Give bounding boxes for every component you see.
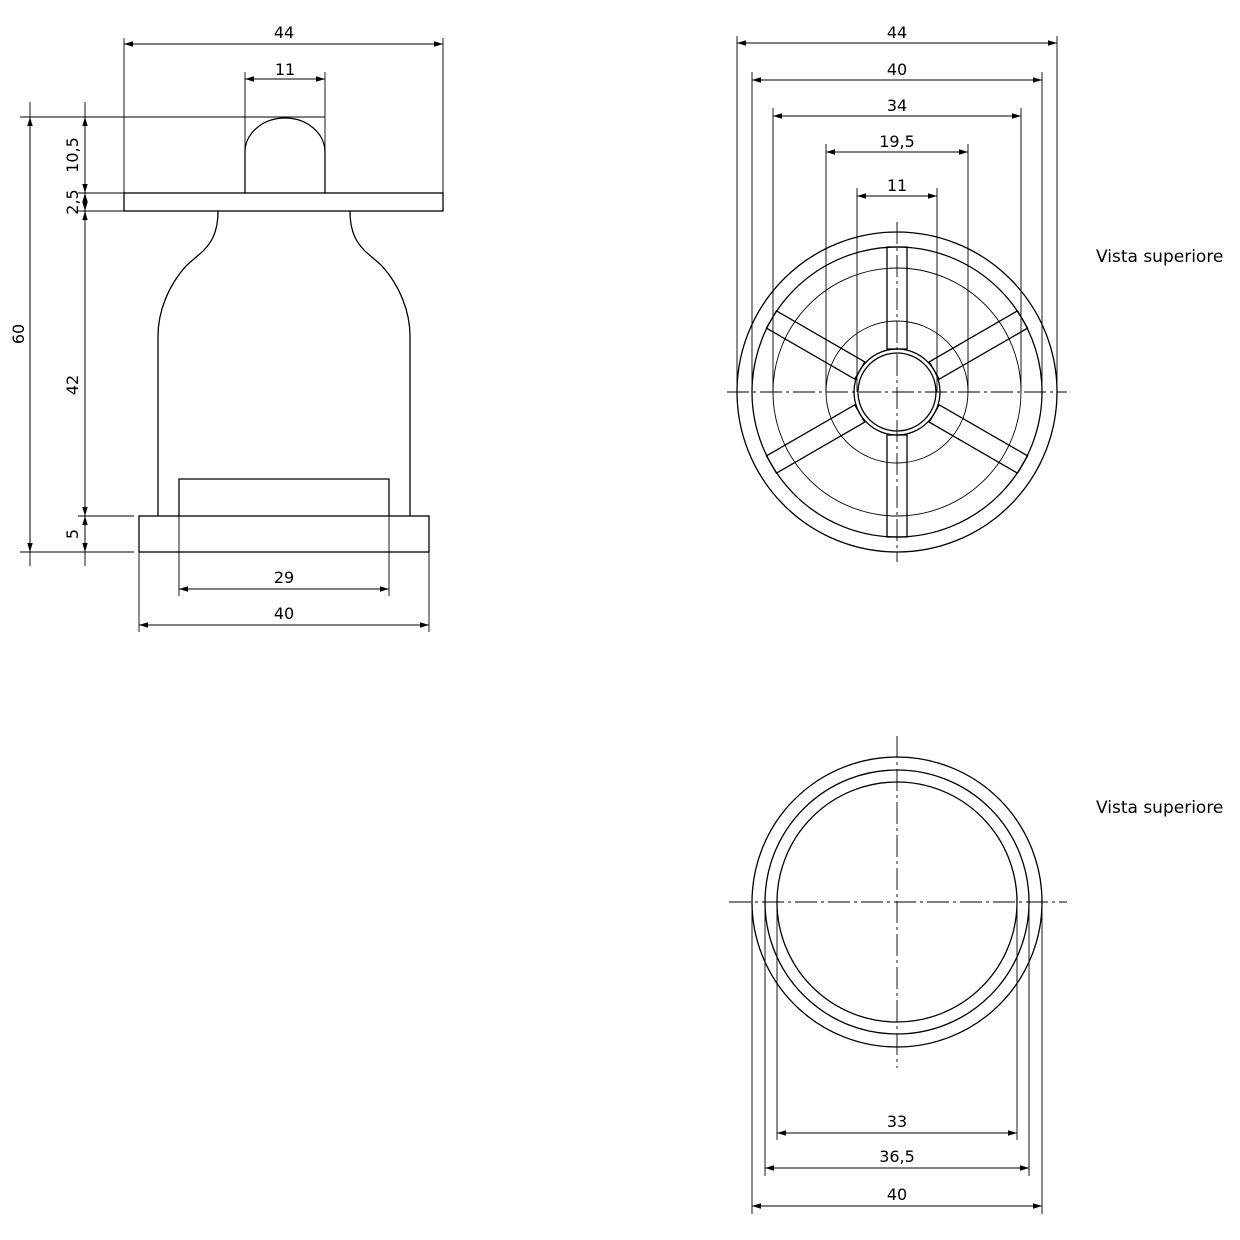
dim-height-total: 60	[9, 324, 28, 344]
dim-base-thickness: 5	[63, 529, 82, 539]
top1-extension-lines	[736, 36, 1058, 392]
dim-knob-width: 11	[275, 60, 295, 79]
top1-dimension-lines	[737, 40, 1057, 199]
dim-40: 40	[887, 60, 907, 79]
base-plate	[138, 515, 430, 553]
knob-outline	[244, 117, 326, 193]
dim-base-width: 40	[274, 604, 294, 623]
dim-plate-thickness: 2,5	[63, 189, 82, 214]
dim-44: 44	[887, 23, 907, 42]
dim-34: 34	[887, 96, 907, 115]
view-label-1: Vista superiore	[1096, 247, 1223, 267]
front-view: 44 11 29 40 60 10,5 2,5 42 5	[9, 23, 444, 632]
top-view-rings: 33 36,5 40 Vista superiore	[729, 736, 1223, 1214]
spokes	[765, 246, 1029, 538]
dim-knob-height: 10,5	[63, 137, 82, 173]
view-label-2: Vista superiore	[1096, 798, 1223, 818]
top2-dimension-lines	[752, 1130, 1042, 1209]
top-view-spoked: 44 40 34 19,5 11 Vista superiore	[727, 23, 1223, 562]
dim-33: 33	[887, 1112, 907, 1131]
dim-36-5: 36,5	[879, 1147, 915, 1166]
top2-extension-lines	[751, 902, 1043, 1214]
front-dimension-lines	[27, 41, 443, 628]
dim-40-b: 40	[887, 1185, 907, 1204]
socket-outline	[178, 478, 390, 516]
dim-11: 11	[887, 176, 907, 195]
dim-top-width: 44	[274, 23, 294, 42]
dim-body-height: 42	[63, 375, 82, 395]
front-extension-lines	[20, 38, 444, 632]
dim-19-5: 19,5	[879, 132, 915, 151]
top-plate	[123, 192, 444, 212]
dim-socket-width: 29	[274, 568, 294, 587]
body-outline	[157, 210, 411, 516]
